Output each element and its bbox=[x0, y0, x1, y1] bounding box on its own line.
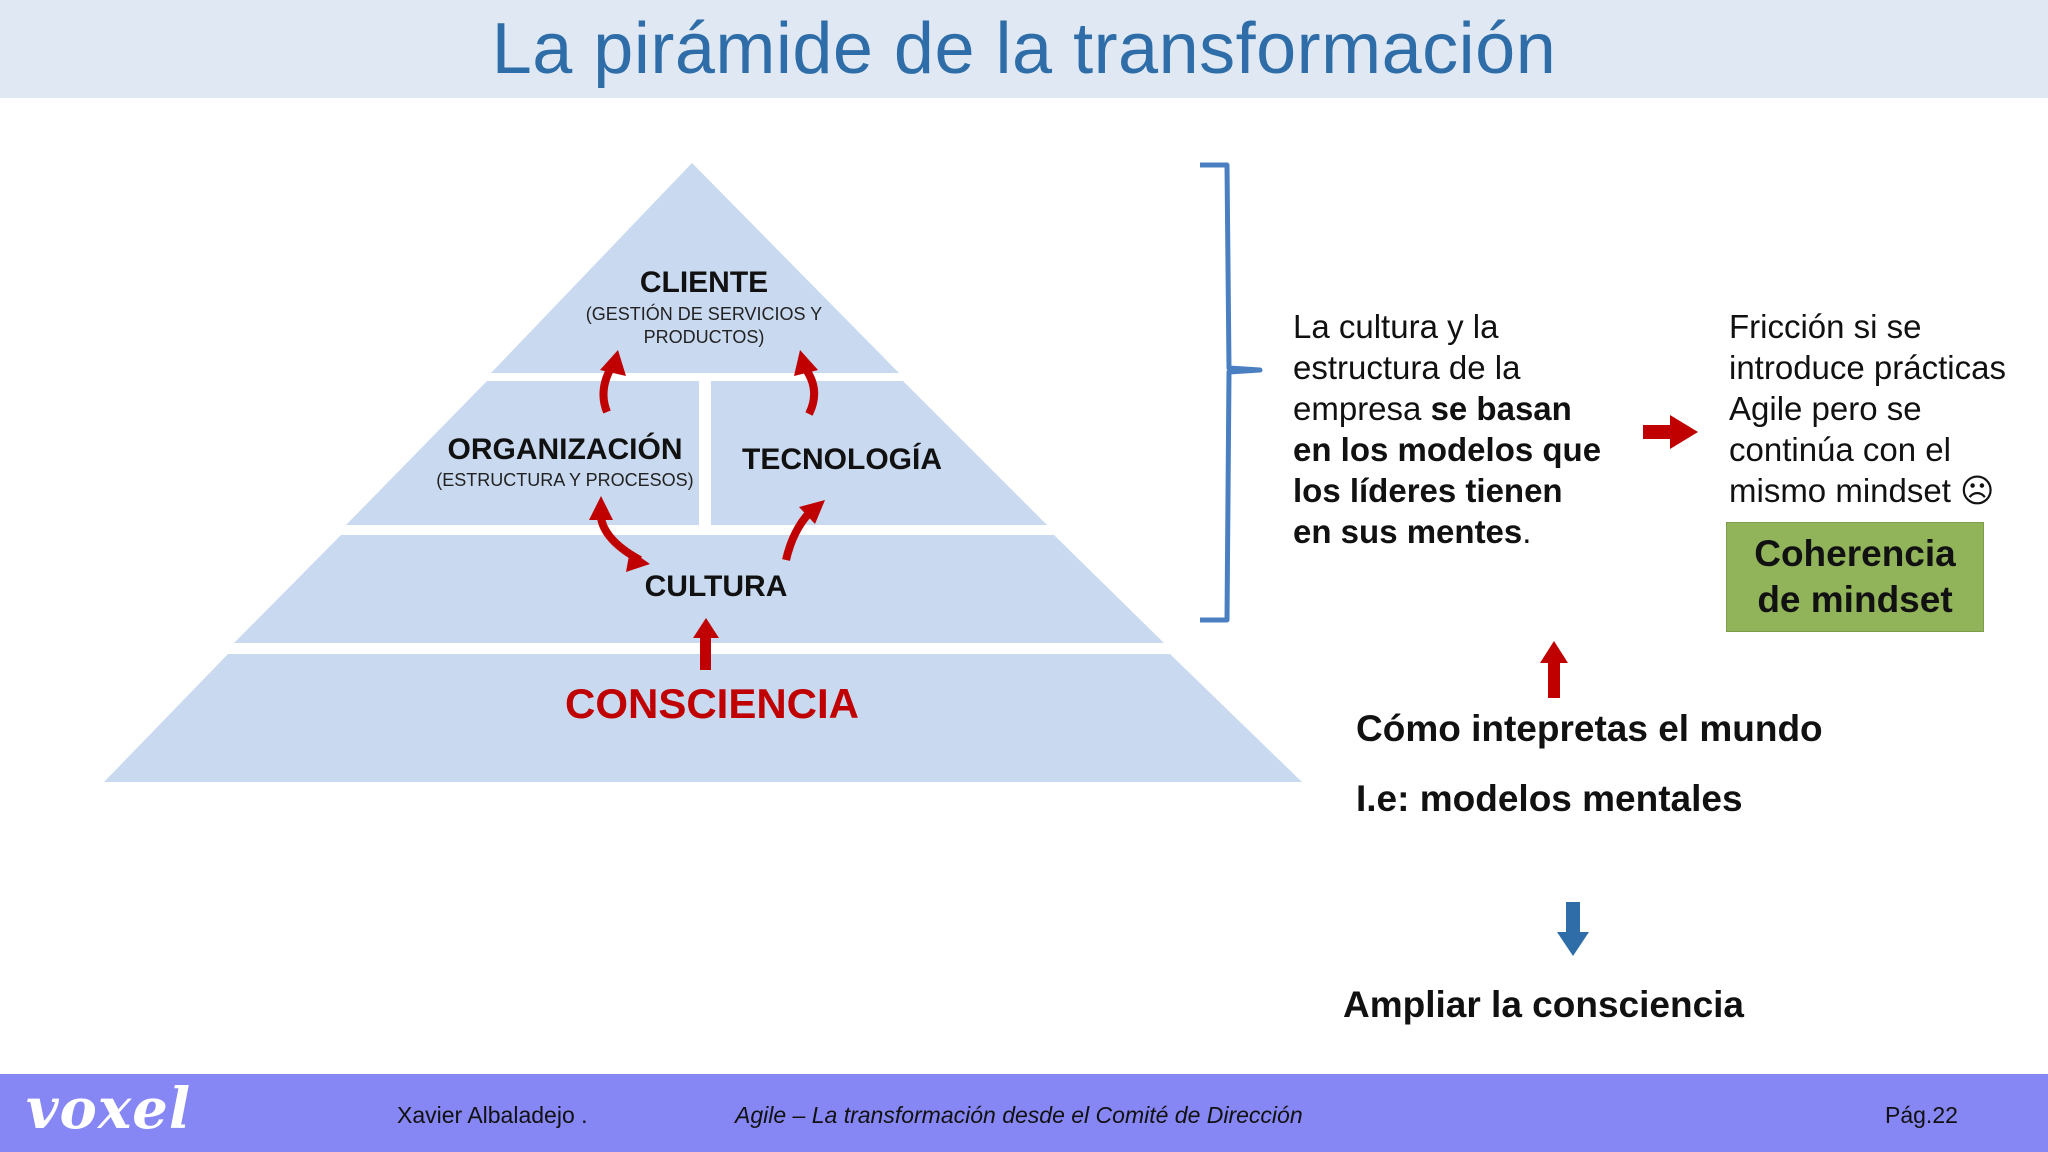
arrow-organizacion-to-cliente bbox=[599, 350, 626, 414]
culture-paragraph-line-6: en sus mentes. bbox=[1293, 511, 1601, 552]
coherence-box: Coherencia de mindset bbox=[1726, 522, 1984, 632]
pyramid-tier-cliente bbox=[491, 163, 899, 373]
culture-paragraph-line-4: en los modelos que bbox=[1293, 431, 1602, 468]
label-cliente-sub-1: (GESTIÓN DE SERVICIOS Y bbox=[585, 304, 823, 324]
culture-paragraph-line-3-bold: se basan bbox=[1430, 390, 1572, 427]
pyramid-tier-organizacion bbox=[346, 381, 699, 525]
footer-author: Xavier Albaladejo . bbox=[397, 1102, 588, 1128]
culture-paragraph-line-3-normal: empresa bbox=[1293, 390, 1431, 427]
label-tecnologia: TECNOLOGÍA bbox=[742, 443, 942, 476]
pyramid-tier-consciencia bbox=[104, 654, 1302, 782]
label-organizacion: ORGANIZACIÓN bbox=[447, 433, 683, 466]
arrow-consciencia-to-cultura bbox=[693, 618, 719, 670]
culture-paragraph-line-5: los líderes tienen bbox=[1293, 472, 1563, 509]
arrow-right-friction bbox=[1643, 415, 1698, 449]
interpret-text: Cómo intepretas el mundo bbox=[1356, 708, 1823, 749]
coherence-line-2: de mindset bbox=[1757, 579, 1953, 620]
arrow-down-expand bbox=[1557, 902, 1589, 956]
footer-page-number: Pág.22 bbox=[1885, 1102, 1958, 1128]
arrow-cultura-to-organizacion bbox=[589, 496, 650, 572]
footer-bar bbox=[0, 1074, 2048, 1152]
title-bar bbox=[0, 0, 2048, 98]
culture-paragraph-line-2: estructura de la bbox=[1293, 349, 1521, 386]
footer-logo: voxel bbox=[26, 1076, 192, 1142]
mental-models-text: I.e: modelos mentales bbox=[1356, 778, 1743, 819]
culture-paragraph: La cultura y la estructura de la empresa… bbox=[1293, 306, 1601, 552]
friction-line-4: continúa con el bbox=[1729, 431, 1951, 468]
pyramid-tier-tecnologia bbox=[711, 381, 1047, 525]
footer-course-title: Agile – La transformación desde el Comit… bbox=[735, 1102, 1303, 1128]
friction-line-5: mismo mindset ☹ bbox=[1729, 472, 1995, 509]
label-consciencia: CONSCIENCIA bbox=[564, 680, 860, 727]
label-organizacion-sub: (ESTRUCTURA Y PROCESOS) bbox=[436, 470, 694, 490]
expand-consciousness-text: Ampliar la consciencia bbox=[1343, 984, 1745, 1025]
arrow-cliente-to-tecnologia bbox=[794, 350, 819, 416]
brace-bracket bbox=[1200, 162, 1263, 623]
friction-line-1: Fricción si se bbox=[1729, 308, 1922, 345]
arrow-up-interpretation bbox=[1540, 641, 1568, 698]
pyramid-tier-cultura bbox=[234, 535, 1164, 643]
label-cultura: CULTURA bbox=[644, 570, 788, 603]
slide-title: La pirámide de la transformación bbox=[491, 9, 1557, 89]
culture-paragraph-line-1: La cultura y la bbox=[1293, 308, 1499, 345]
friction-paragraph: Fricción si se introduce prácticas Agile… bbox=[1729, 306, 2006, 511]
coherence-line-1: Coherencia bbox=[1754, 533, 1956, 574]
friction-line-3: Agile pero se bbox=[1729, 390, 1922, 427]
friction-line-2: introduce prácticas bbox=[1729, 349, 2006, 386]
label-cliente: CLIENTE bbox=[639, 266, 769, 299]
arrow-cultura-to-tecnologia bbox=[782, 500, 825, 561]
culture-paragraph-line-6-end: . bbox=[1522, 513, 1532, 550]
culture-paragraph-line-3: empresa se basan bbox=[1293, 388, 1601, 429]
culture-paragraph-line-6-bold: en sus mentes bbox=[1293, 513, 1523, 550]
label-cliente-sub-2: PRODUCTOS) bbox=[643, 327, 765, 347]
